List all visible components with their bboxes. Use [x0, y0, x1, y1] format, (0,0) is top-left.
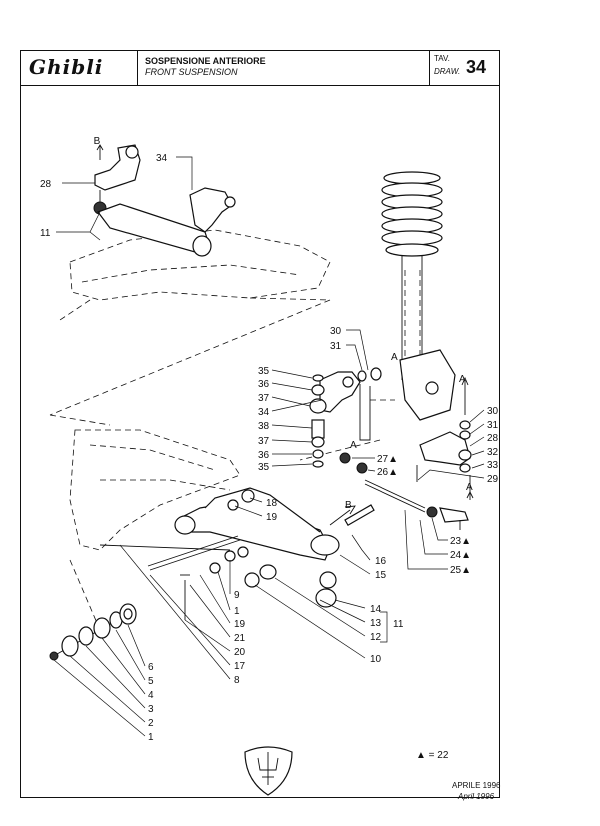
callout-1-mid: 1: [234, 606, 240, 617]
callout-35-bottom: 35: [258, 462, 270, 473]
bracket-assembly: [309, 367, 382, 468]
brand-logo: Ghibli: [29, 55, 104, 79]
callout-19-bottom: 19: [234, 619, 246, 630]
arrow-a-bottom: A: [466, 482, 473, 493]
callout-26: 26▲: [377, 467, 398, 478]
callout-18: 18: [266, 498, 278, 509]
tav-label: TAV.: [434, 54, 450, 63]
arrow-b-top: B: [94, 136, 101, 147]
upper-control-arm: [416, 420, 474, 500]
callout-34-top: 34: [156, 153, 168, 164]
callout-1: 1: [148, 732, 154, 743]
spring-strut: [381, 171, 443, 380]
callout-37-top: 37: [258, 393, 270, 404]
title-english: FRONT SUSPENSION: [145, 67, 238, 77]
callout-20: 20: [234, 647, 246, 658]
callout-33: 33: [487, 460, 499, 471]
callout-34-mid: 34: [258, 407, 270, 418]
callout-30-right: 30: [487, 406, 499, 417]
drawing-number: 34: [466, 57, 487, 77]
callout-19-right: 19: [266, 512, 278, 523]
tie-rod: [339, 452, 469, 530]
callout-10: 10: [370, 654, 382, 665]
arrow-a-mid: A: [391, 352, 398, 363]
lower-knuckle: [399, 349, 469, 421]
callout-5: 5: [148, 676, 154, 687]
callout-28-right: 28: [487, 433, 499, 444]
title-block: Ghibli SOSPENSIONE ANTERIORE FRONT SUSPE…: [21, 51, 499, 86]
callout-37-bottom: 37: [258, 436, 270, 447]
callout-31-left: 31: [330, 341, 342, 352]
callout-15: 15: [375, 570, 387, 581]
callout-17: 17: [234, 661, 246, 672]
callout-31-right: 31: [487, 420, 499, 431]
callout-35-top: 35: [258, 366, 270, 377]
callout-38: 38: [258, 421, 270, 432]
projection-lines: [49, 270, 421, 461]
callout-25: 25▲: [450, 565, 471, 576]
upper-wishbone: [97, 187, 236, 257]
callout-11-bottom: 11: [393, 619, 404, 630]
arrow-b-bottom: B: [345, 500, 352, 511]
callout-14: 14: [370, 604, 382, 615]
callout-28-top: 28: [40, 179, 52, 190]
arrow-a-right: A: [459, 374, 466, 385]
callout-27: 27▲: [377, 454, 398, 465]
callout-2: 2: [148, 718, 154, 729]
trident-emblem-icon: [244, 746, 293, 796]
callout-labels: B 28 11 34 30 31 A A 35 36 37 34 38 37 3…: [40, 136, 499, 743]
callout-16: 16: [375, 556, 387, 567]
date-english: April 1996: [458, 792, 495, 801]
callout-4: 4: [148, 690, 154, 701]
leader-lines: [53, 156, 485, 737]
arrow-a-left: A: [350, 440, 357, 451]
callout-32: 32: [487, 447, 499, 458]
title-italian: SOSPENSIONE ANTERIORE: [145, 56, 266, 66]
callout-29: 29: [487, 474, 499, 485]
drawing-sheet: Ghibli SOSPENSIONE ANTERIORE FRONT SUSPE…: [20, 50, 500, 798]
date-italian: APRILE 1996: [452, 781, 501, 790]
draw-label: DRAW.: [434, 67, 461, 76]
callout-3: 3: [148, 704, 154, 715]
callout-23: 23▲: [450, 536, 471, 547]
callout-8: 8: [234, 675, 240, 686]
drawing-number-box: TAV. DRAW. 34: [429, 51, 499, 85]
callout-6: 6: [148, 662, 154, 673]
logo-box: Ghibli: [21, 51, 138, 85]
subframe-outline: [69, 429, 241, 631]
callout-36-top: 36: [258, 379, 270, 390]
lower-wishbone: [99, 487, 375, 620]
callout-24: 24▲: [450, 550, 471, 561]
callout-12: 12: [370, 632, 382, 643]
callout-30-left: 30: [330, 326, 342, 337]
bushing-stack: [49, 603, 137, 661]
callout-13: 13: [370, 618, 382, 629]
upper-knuckle: [93, 144, 141, 215]
legend-triangle-note: ▲ = 22: [416, 750, 449, 761]
callout-9: 9: [234, 590, 240, 601]
callout-36-bottom: 36: [258, 450, 270, 461]
callout-21: 21: [234, 633, 246, 644]
callout-11-top: 11: [40, 228, 51, 239]
